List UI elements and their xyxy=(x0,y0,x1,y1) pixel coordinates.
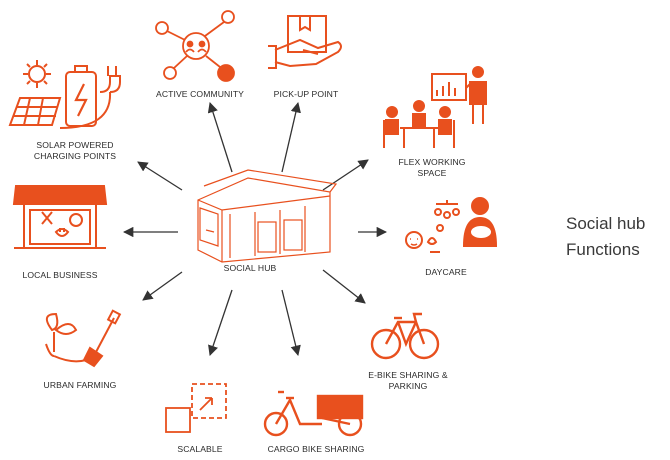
label-ebike: E-BIKE SHARING & PARKING xyxy=(348,370,468,391)
label-solar: SOLAR POWERED CHARGING POINTS xyxy=(0,140,150,161)
arrow-to-solar xyxy=(137,161,183,191)
label-urban-farming: URBAN FARMING xyxy=(43,380,117,390)
label-scalable: SCALABLE xyxy=(177,444,223,454)
label-daycare: DAYCARE xyxy=(425,267,467,277)
hand-package-icon xyxy=(268,15,342,69)
arrow-to-ebike xyxy=(322,269,366,304)
meeting-presentation-icon xyxy=(383,66,487,148)
side-title-line1: Social hub xyxy=(566,214,646,233)
network-people-icon xyxy=(155,10,235,82)
label-solar-line1: SOLAR POWERED xyxy=(36,140,114,150)
label-flex-working-line1: FLEX WORKING xyxy=(398,157,466,167)
scale-squares-icon xyxy=(165,383,227,433)
label-flex-working: FLEX WORKING SPACE xyxy=(372,157,492,178)
label-local-business: LOCAL BUSINESS xyxy=(22,270,98,280)
arrows xyxy=(122,101,388,357)
label-center: SOCIAL HUB xyxy=(223,263,277,273)
label-ebike-line2: PARKING xyxy=(388,380,428,391)
arrow-to-urban-farming xyxy=(142,271,183,301)
label-ebike-line1: E-BIKE SHARING & xyxy=(368,370,448,380)
arrow-to-cargo-bike xyxy=(281,289,301,357)
side-title-line2: Functions xyxy=(566,240,640,259)
arrow-to-scalable xyxy=(208,289,233,356)
arrow-to-active-community xyxy=(207,102,233,173)
building-icon xyxy=(197,169,338,263)
bicycle-icon xyxy=(370,312,440,360)
label-solar-line2: CHARGING POINTS xyxy=(33,150,117,161)
label-active-community: ACTIVE COMMUNITY xyxy=(155,89,245,99)
label-pickup-point: PICK-UP POINT xyxy=(273,89,339,99)
arrow-to-pickup-point xyxy=(281,101,301,173)
shop-front-icon xyxy=(12,185,108,249)
plant-shovel-icon xyxy=(45,309,122,368)
solar-charging-icon xyxy=(8,60,121,129)
cargo-bike-icon xyxy=(263,390,364,437)
label-flex-working-line2: SPACE xyxy=(417,167,447,178)
arrow-to-flex-working xyxy=(322,159,369,191)
label-cargo-bike: CARGO BIKE SHARING xyxy=(267,444,365,454)
mother-baby-icon xyxy=(405,197,498,253)
